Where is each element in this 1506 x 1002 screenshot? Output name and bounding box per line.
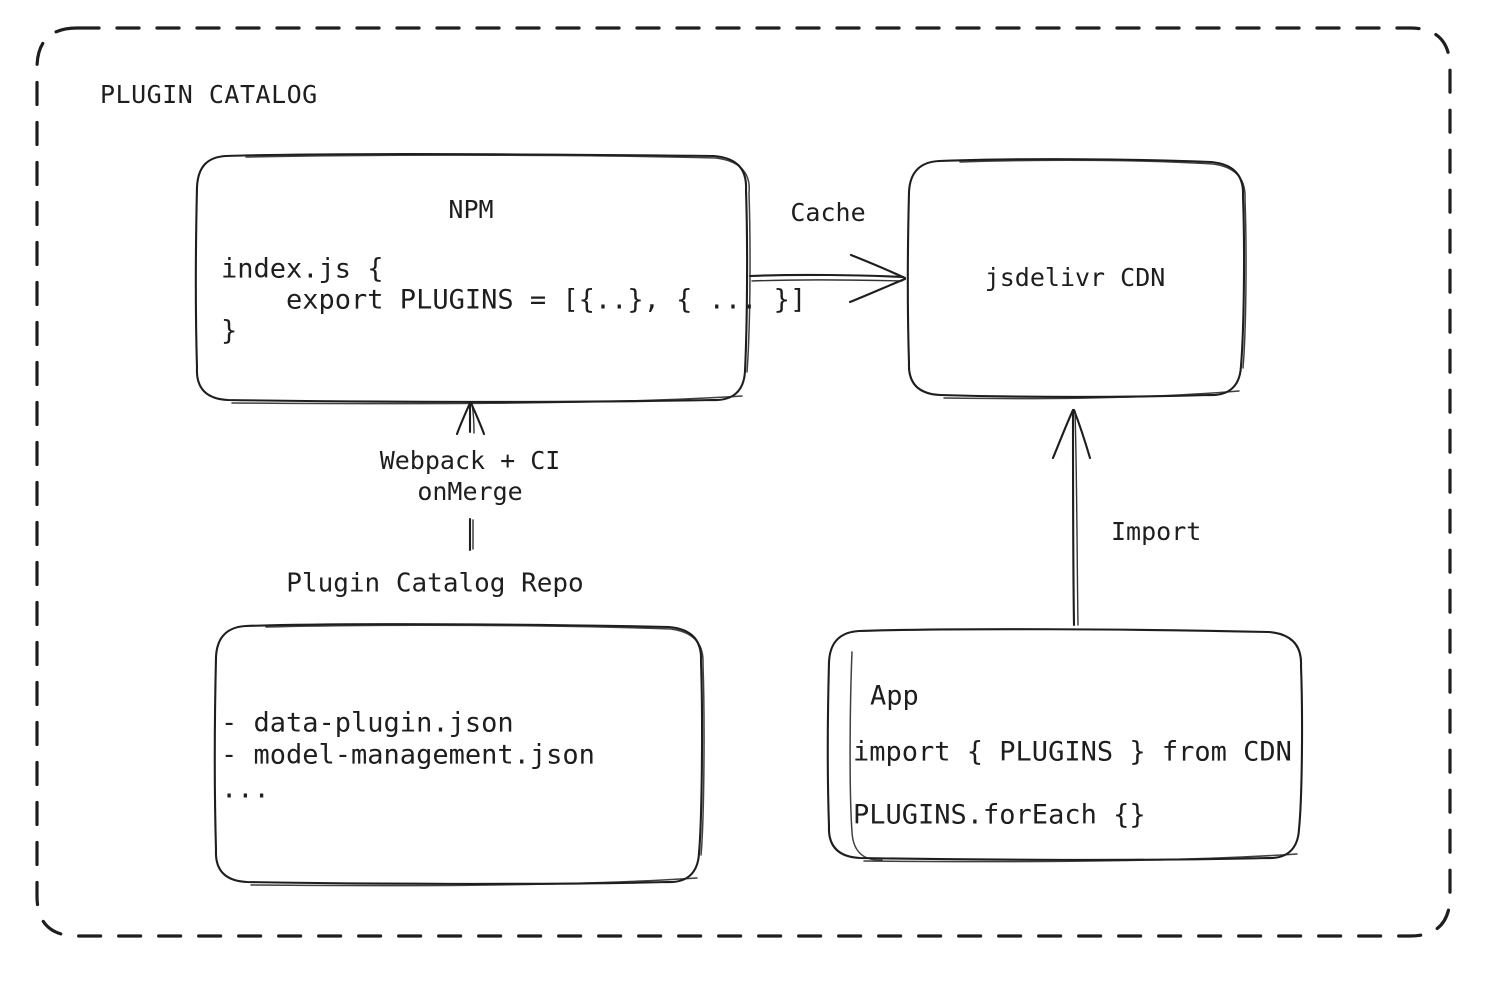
import-arrow-head-left — [1051, 408, 1075, 460]
webpack-edge-label-line2: onMerge — [417, 477, 522, 506]
cache-arrow-shaft — [748, 273, 905, 279]
app-code-line-0: import { PLUGINS } from CDN — [853, 737, 1292, 768]
cdn-node-outline — [906, 158, 1246, 398]
app-node-title: App — [870, 681, 919, 712]
webpack-arrow-head-right — [469, 401, 486, 436]
import-edge-label: Import — [1111, 517, 1201, 546]
repo-line-2: ... — [221, 774, 270, 805]
import-arrow-shaft-sketch — [1074, 410, 1079, 626]
app-node-outline-sketch2 — [863, 853, 1298, 863]
npm-node-outline — [194, 153, 749, 403]
app-code-line-1: PLUGINS.forEach {} — [853, 800, 1146, 831]
repo-node-fill — [215, 625, 701, 883]
npm-node-title: NPM — [448, 195, 493, 224]
cdn-node-outline-sketch — [959, 159, 1247, 369]
repo-line-1: - model-management.json — [221, 740, 595, 771]
npm-node-outline-sketch — [245, 154, 751, 373]
edge-app-to-cdn: Import — [1051, 408, 1201, 627]
repo-node-outline — [213, 623, 704, 885]
cdn-node-outline-sketch2 — [943, 390, 1240, 400]
cdn-node[interactable]: jsdelivr CDN — [906, 158, 1247, 400]
repo-external-label: Plugin Catalog Repo — [286, 569, 583, 599]
app-node-outline-sketch — [849, 651, 883, 861]
webpack-edge-label-line1: Webpack + CI — [380, 446, 561, 475]
cdn-node-title: jsdelivr CDN — [985, 263, 1166, 292]
cdn-node-fill — [908, 160, 1243, 396]
repo-node[interactable]: - data-plugin.json - model-management.js… — [213, 623, 705, 887]
import-arrow-shaft — [1071, 408, 1076, 627]
edge-npm-to-cdn: Cache — [748, 198, 907, 304]
cache-edge-label: Cache — [790, 198, 865, 227]
npm-node-fill — [196, 155, 746, 401]
app-node[interactable]: App import { PLUGINS } from CDN PLUGINS.… — [826, 628, 1304, 863]
webpack-arrow-head-left — [455, 401, 472, 436]
repo-line-0: - data-plugin.json — [221, 708, 514, 739]
plugin-catalog-frame — [35, 26, 1452, 938]
repo-node-outline-sketch2 — [250, 877, 698, 887]
npm-code-line-0: index.js { — [221, 254, 384, 285]
repo-node-outline-sketch — [265, 624, 705, 856]
cache-arrow-head-upper — [849, 253, 907, 280]
npm-node[interactable]: NPM index.js { export PLUGINS = [{..}, {… — [194, 153, 806, 405]
npm-node-outline-sketch2 — [231, 395, 743, 405]
frame-title: PLUGIN CATALOG — [100, 80, 318, 109]
npm-code-line-1: export PLUGINS = [{..}, { ... }] — [221, 285, 806, 316]
app-node-outline — [826, 628, 1304, 861]
app-node-fill — [828, 630, 1301, 859]
cache-arrow-head-lower — [848, 277, 907, 304]
import-arrow-head-right — [1072, 408, 1092, 460]
npm-code-line-2: } — [221, 316, 237, 347]
edge-repo-to-npm: Webpack + CI onMerge — [380, 401, 561, 552]
cache-arrow-shaft-sketch — [751, 279, 903, 282]
